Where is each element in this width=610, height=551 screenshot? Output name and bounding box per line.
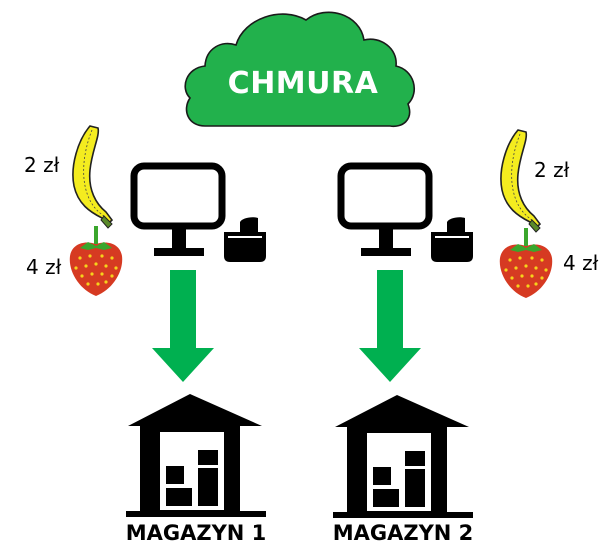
warehouse-label-1: MAGAZYN 1 xyxy=(125,521,267,545)
arrow-right-shape xyxy=(359,270,421,382)
strawberry-icon xyxy=(499,228,553,298)
strawberry-price-left: 4 zł xyxy=(26,255,62,279)
arrow-down-icon xyxy=(152,270,214,382)
banana-icon xyxy=(72,125,114,229)
warehouse-icon xyxy=(126,394,266,517)
cloud-shape xyxy=(184,11,416,128)
strawberry-icon xyxy=(69,226,123,296)
banana-price-left: 2 zł xyxy=(24,153,60,177)
strawberry-price-right: 4 zł xyxy=(563,251,599,275)
warehouse-label-2: MAGAZYN 2 xyxy=(332,521,474,545)
arrow-down-icon xyxy=(359,270,421,382)
arrow-left-shape xyxy=(152,270,214,382)
pos-terminal-icon xyxy=(130,162,266,262)
cloud-label: CHMURA xyxy=(227,66,379,101)
pos-terminal-icon xyxy=(337,162,473,262)
warehouse-icon xyxy=(333,395,473,518)
banana-price-right: 2 zł xyxy=(534,158,570,182)
banana-icon xyxy=(500,129,542,233)
cloud-body xyxy=(184,11,416,128)
